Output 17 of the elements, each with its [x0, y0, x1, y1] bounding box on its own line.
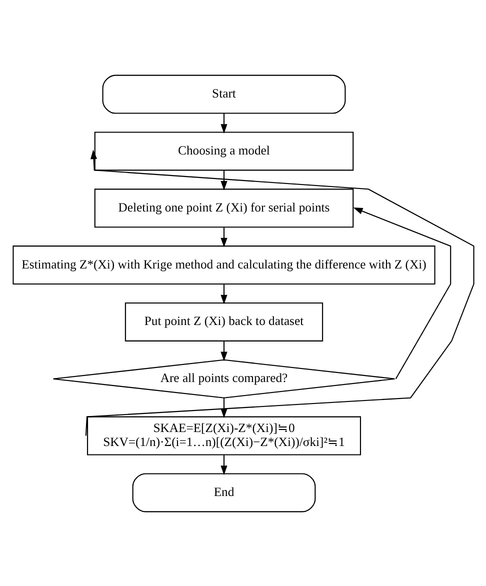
node-box: End: [132, 472, 316, 512]
node-box: Start: [102, 74, 346, 114]
arrow: [220, 340, 227, 361]
arrow: [220, 170, 227, 190]
node-box: Estimating Z*(Xi) with Krige method and calculating the difference with Z (Xi): [12, 245, 435, 284]
node-box: Put point Z (Xi) back to dataset: [124, 302, 323, 341]
node-box: SKAE=E[Z(Xi)-Z*(Xi)]≒0 SKV=(1/n)·Σ(i=1…n)[(Z(Xi)−Z*(Xi))/σki]²≒1: [86, 416, 361, 455]
arrow: [220, 454, 227, 475]
arrow: [220, 284, 227, 304]
node-diamond: Are all points compared?: [52, 358, 395, 398]
node-box: Choosing a model: [94, 131, 354, 170]
arrow: [220, 226, 227, 247]
arrow: [220, 112, 227, 134]
arrow: [84, 149, 474, 436]
arrow: [220, 397, 227, 418]
arrow: [352, 207, 451, 379]
node-box: Deleting one point Z (Xi) for serial points: [94, 188, 354, 228]
